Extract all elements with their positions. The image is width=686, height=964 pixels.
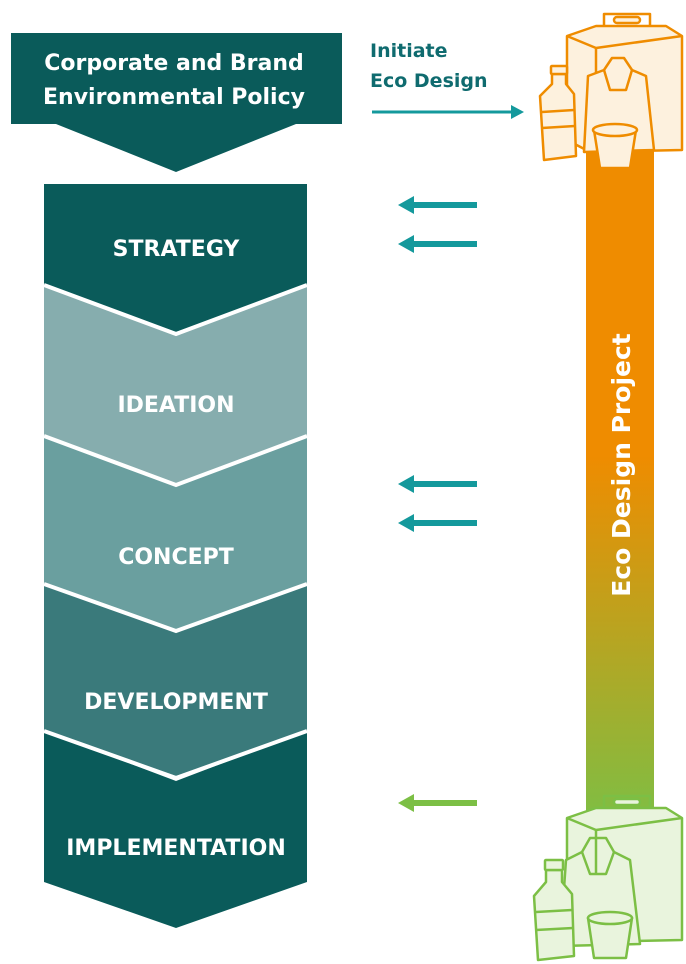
stage-concept bbox=[44, 436, 307, 630]
initiate-arrow-head-icon bbox=[511, 105, 524, 119]
policy-header: Corporate and Brand Environmental Policy bbox=[11, 33, 342, 172]
project-bar-label: Eco Design Project bbox=[607, 333, 636, 597]
policy-line-2: Environmental Policy bbox=[43, 85, 305, 110]
stage-implementation bbox=[44, 731, 307, 928]
stage-strategy bbox=[44, 184, 307, 332]
packaging-green-icon bbox=[532, 794, 684, 962]
arrow-left-icon bbox=[398, 196, 477, 214]
arrow-left-icon bbox=[398, 475, 477, 493]
eco-design-project-bar: Eco Design Project bbox=[586, 150, 654, 830]
feedback-arrows bbox=[398, 196, 477, 812]
policy-line-1: Corporate and Brand bbox=[44, 51, 304, 76]
stage-label-ideation: IDEATION bbox=[117, 393, 234, 418]
arrow-left-icon bbox=[398, 514, 477, 532]
stage-development bbox=[44, 584, 307, 776]
arrow-left-icon bbox=[398, 794, 477, 812]
arrow-left-icon bbox=[398, 235, 477, 253]
project-bar-fill bbox=[586, 150, 654, 830]
packaging-orange-icon bbox=[538, 12, 684, 170]
stage-chevrons: STRATEGY IDEATION CONCEPT DEVELOPMENT IM… bbox=[43, 184, 308, 928]
initiate-line-2: Eco Design bbox=[370, 70, 488, 92]
stage-ideation bbox=[44, 285, 307, 484]
stage-label-development: DEVELOPMENT bbox=[84, 690, 268, 715]
initiate-callout: Initiate Eco Design bbox=[370, 40, 524, 119]
stage-label-implementation: IMPLEMENTATION bbox=[66, 836, 286, 861]
stage-label-strategy: STRATEGY bbox=[113, 237, 241, 262]
policy-box bbox=[11, 33, 342, 172]
initiate-line-1: Initiate bbox=[370, 40, 448, 62]
stage-label-concept: CONCEPT bbox=[118, 545, 234, 570]
